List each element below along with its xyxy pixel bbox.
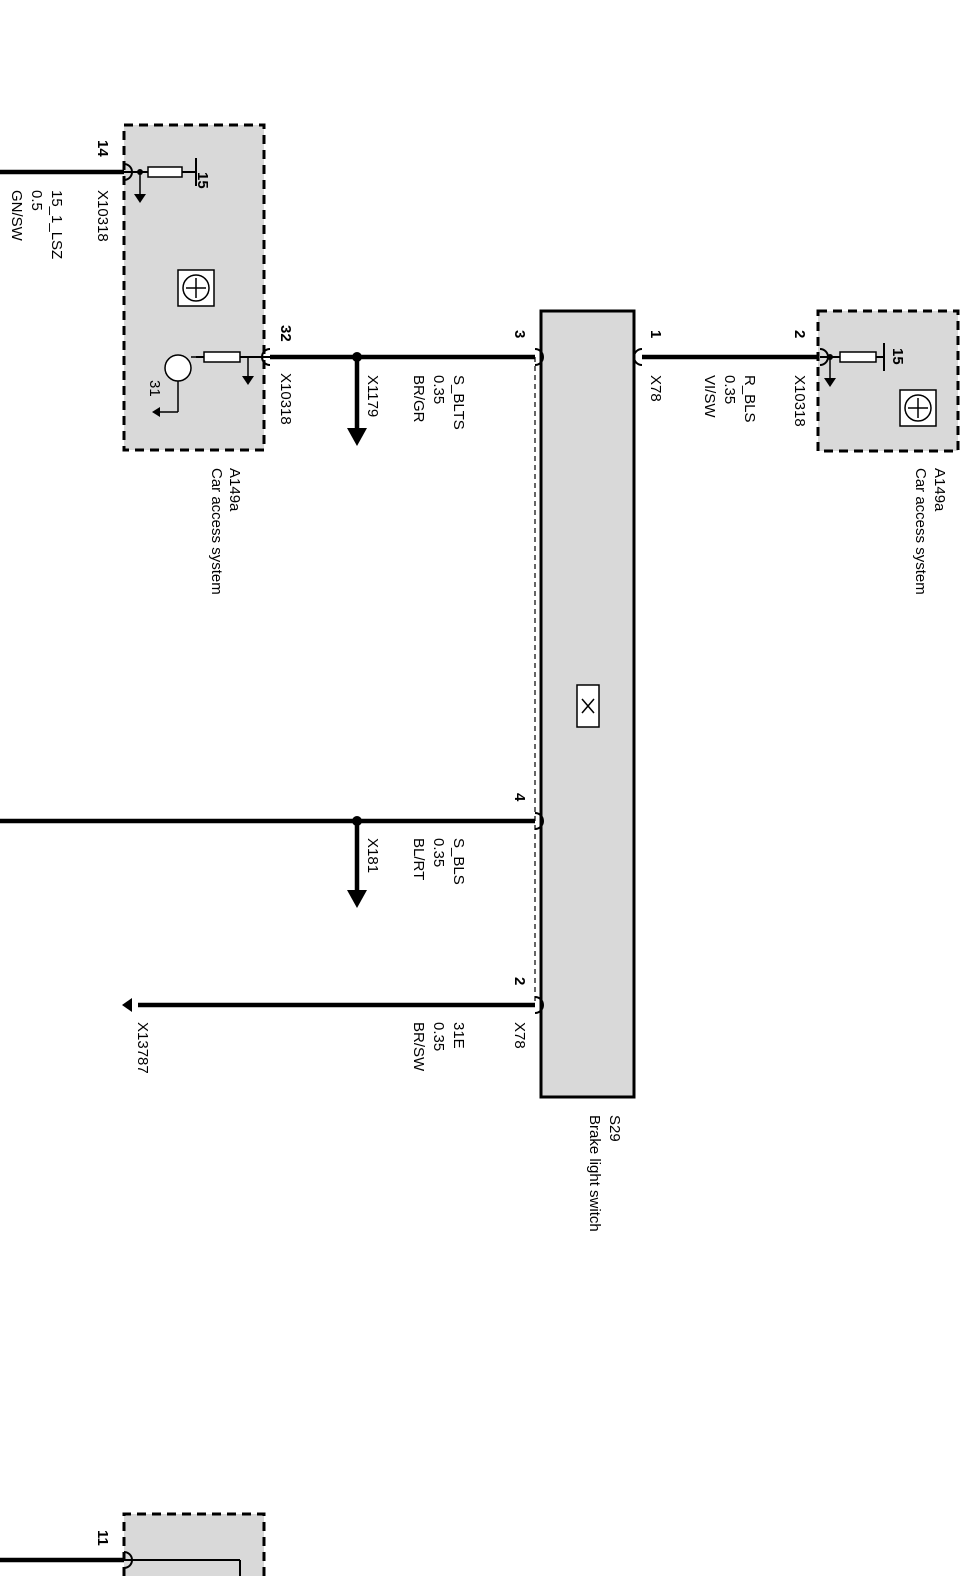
ground-x13787-icon — [122, 998, 132, 1012]
splice-x1179 — [347, 352, 367, 446]
pin-4-label: 4 — [511, 793, 528, 802]
module-a149a-right — [816, 309, 960, 453]
pin-3-label: 3 — [511, 330, 528, 338]
wire-31e-signal: 31E — [450, 1022, 467, 1049]
wire-s-bls-gauge: 0.35 — [430, 838, 447, 867]
supply-15-right: 15 — [889, 348, 906, 365]
wire-15-1-lsz-gauge: 0.5 — [28, 190, 45, 211]
pin-2-bottom-label: 2 — [511, 977, 528, 985]
conn-x10318-mid: X10318 — [277, 373, 294, 425]
switch-s29-name: Brake light switch — [586, 1115, 603, 1232]
pin-14-label: 14 — [94, 140, 111, 157]
module-a149a-left-id: A149a — [226, 468, 243, 512]
splice-x181-label: X181 — [364, 838, 381, 873]
conn-x78-bottom: X78 — [511, 1022, 528, 1049]
wire-s-bls-color: BL/RT — [410, 838, 427, 880]
ground-31-label: 31 — [146, 380, 163, 397]
conn-x10318-top: X10318 — [94, 190, 111, 242]
switch-s29-id: S29 — [606, 1115, 623, 1142]
wire-s-bls-signal: S_BLS — [450, 838, 467, 885]
transistor-icon — [152, 354, 204, 417]
wire-31e-gauge: 0.35 — [430, 1022, 447, 1051]
pin-1-label: 1 — [647, 330, 664, 338]
wire-15-1-lsz-color: GN/SW — [8, 190, 25, 242]
splice-x1179-label: X1179 — [364, 375, 381, 417]
supply-15-left: 15 — [194, 172, 211, 189]
pin-2-right-label: 2 — [791, 330, 808, 338]
wire-s-blts-signal: S_BLTS — [450, 375, 467, 430]
conn-x78-top: X78 — [647, 375, 664, 402]
module-a149a-left-name: Car access system — [208, 468, 225, 595]
wire-s-blts-color: BR/GR — [410, 375, 427, 423]
module-a149a-right-name: Car access system — [912, 468, 929, 595]
wire-r-bls-signal: R_BLS — [741, 375, 758, 423]
ground-x13787-label: X13787 — [134, 1022, 151, 1074]
wire-s-blts-gauge: 0.35 — [430, 375, 447, 404]
controller-icon — [177, 269, 215, 307]
module-a149a-right-id: A149a — [931, 468, 948, 512]
switch-s29 — [534, 309, 643, 1099]
wire-r-bls-gauge: 0.35 — [721, 375, 738, 404]
module-bottom-partial — [122, 1512, 266, 1576]
pin-11-label: 11 — [94, 1530, 111, 1546]
wire-15-1-lsz-signal: 15_1_LSZ — [48, 190, 65, 259]
module-a149a-left — [122, 123, 271, 452]
controller-icon — [899, 389, 937, 427]
pin-32-label: 32 — [277, 325, 294, 342]
conn-x10318-right: X10318 — [791, 375, 808, 427]
switch-icon — [576, 684, 600, 728]
wire-r-bls-color: VI/SW — [701, 375, 718, 418]
wire-31e-color: BR/SW — [410, 1022, 427, 1072]
splice-x181 — [347, 816, 367, 908]
